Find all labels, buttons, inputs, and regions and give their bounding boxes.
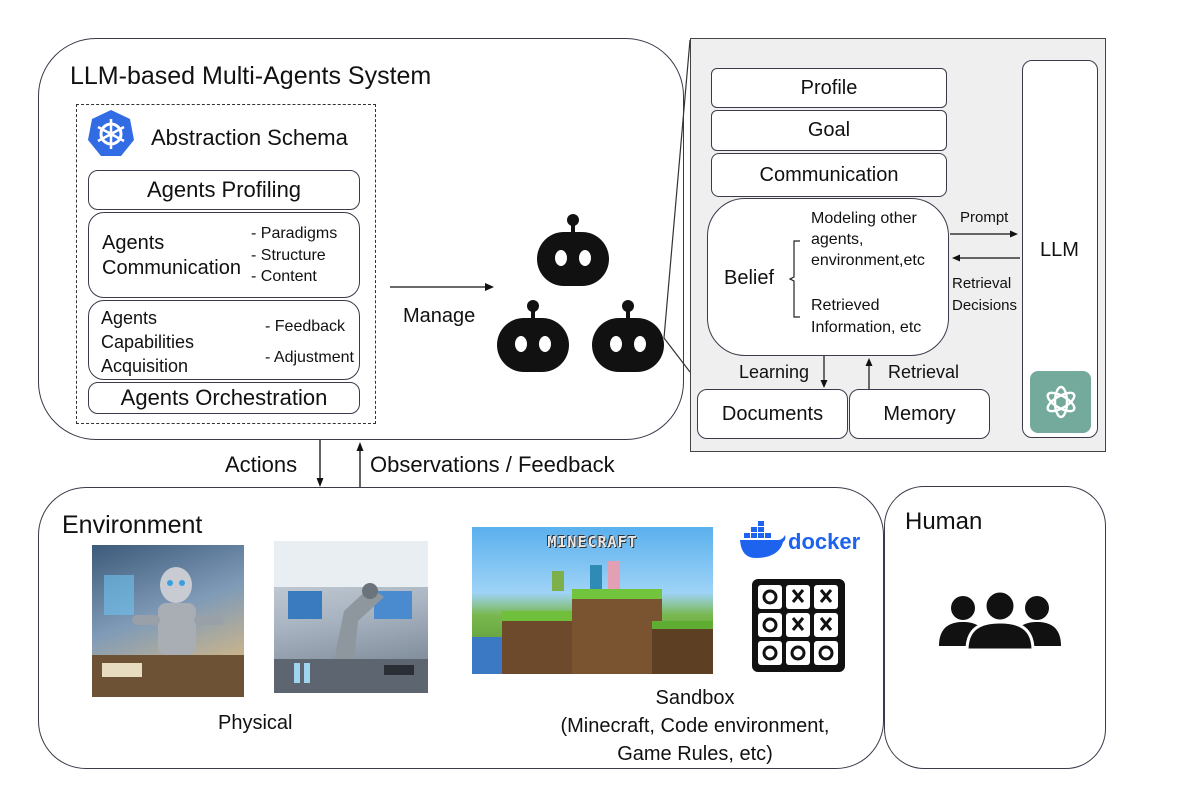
retrieval-decisions-label: Retrieval Decisions [952, 275, 1018, 314]
goal-box: Goal [711, 110, 947, 151]
observations-arrow [356, 442, 364, 490]
communication-item: - Paradigms [251, 225, 338, 242]
llm-box: LLM [1022, 60, 1098, 438]
agents-communication-box: Agents Communication - Paradigms - Struc… [88, 212, 360, 298]
learning-label: Learning [739, 362, 810, 382]
profile-box: Profile [711, 68, 947, 108]
agents-orchestration-box: Agents Orchestration [88, 382, 360, 414]
observations-label: Observations / Feedback [370, 452, 615, 477]
minecraft-image: MINECRAFT [472, 527, 713, 674]
actions-label: Actions [225, 452, 298, 477]
communication-item: - Content [251, 268, 317, 285]
retrieval-decisions-arrow [952, 254, 1020, 262]
kubernetes-icon [88, 110, 134, 156]
capabilities-item: - Feedback [265, 318, 346, 335]
llm-label: LLM [1040, 239, 1079, 261]
physical-robot-image [92, 545, 244, 697]
communication-item: - Structure [251, 247, 326, 264]
environment-title: Environment [62, 511, 203, 539]
manage-label: Manage [403, 305, 476, 327]
agents-profiling-box: Agents Profiling [88, 170, 360, 210]
belief-box: Belief Modeling other agents, environmen… [707, 198, 949, 356]
zoom-connector [663, 39, 691, 373]
robot-icon [537, 214, 609, 286]
physical-label: Physical [218, 712, 293, 734]
capabilities-item: - Adjustment [265, 349, 354, 366]
capabilities-label: Agents Capabilities Acquisition [101, 308, 195, 376]
robot-icon [592, 300, 664, 372]
prompt-label: Prompt [960, 209, 1009, 226]
manage-arrow [390, 283, 494, 291]
mas-title: LLM-based Multi-Agents System [70, 62, 432, 90]
actions-arrow [316, 440, 324, 487]
learning-arrow [820, 356, 828, 388]
memory-box: Memory [849, 389, 990, 439]
retrieval-label: Retrieval [888, 362, 960, 382]
minecraft-logo: MINECRAFT [547, 533, 638, 551]
robot-icon [497, 300, 569, 372]
physical-lab-image [274, 541, 428, 693]
retrieval-arrow [865, 358, 873, 390]
communication-label: Agents Communication [102, 232, 241, 279]
schema-title: Abstraction Schema [151, 125, 348, 150]
people-group-icon [939, 589, 1061, 652]
belief-top-text: Modeling other agents, environment,etc [811, 210, 925, 269]
prompt-arrow [950, 230, 1018, 238]
belief-brace [788, 240, 800, 318]
openai-icon [1045, 385, 1076, 419]
belief-label: Belief [724, 267, 775, 289]
docker-wordmark: docker [788, 529, 861, 554]
belief-bottom-text: Retrieved Information, etc [811, 297, 922, 337]
tic-tac-toe-icon [752, 579, 845, 672]
docker-icon [740, 521, 786, 558]
human-title: Human [905, 508, 983, 535]
communication-box: Communication [711, 153, 947, 197]
openai-logo-tile [1030, 371, 1091, 433]
agents-capabilities-box: Agents Capabilities Acquisition - Feedba… [88, 300, 360, 380]
abstraction-schema-box [76, 104, 376, 424]
documents-box: Documents [697, 389, 848, 439]
sandbox-label: Sandbox (Minecraft, Code environment, Ga… [560, 687, 830, 765]
